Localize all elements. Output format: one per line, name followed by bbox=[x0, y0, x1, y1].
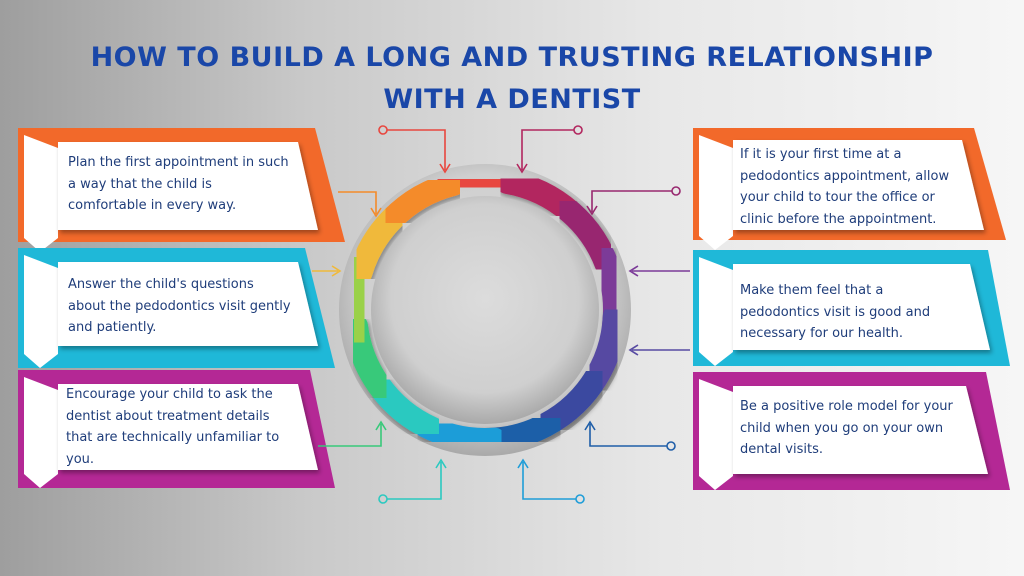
ring-center bbox=[371, 196, 599, 424]
connector-top-3-dot bbox=[671, 186, 681, 196]
connector-left-2-arrowhead bbox=[331, 265, 342, 277]
connector-bottom-1-line bbox=[387, 462, 442, 500]
tip-right-2-text: Make them feel that a pedodontics visit … bbox=[740, 283, 931, 341]
connector-right-1-arrowhead bbox=[628, 265, 639, 277]
card-left-3-tab bbox=[24, 377, 58, 488]
tip-right-1-text: If it is your first time at a pedodontic… bbox=[740, 147, 950, 227]
connector-top-1-dot bbox=[378, 125, 388, 135]
connector-left-3-line bbox=[318, 424, 382, 447]
card-right-1-panel bbox=[733, 140, 984, 230]
connector-top-2-arrowhead bbox=[516, 163, 528, 174]
connector-top-2 bbox=[516, 125, 583, 174]
connector-left-2 bbox=[312, 265, 342, 277]
card-left-1-tab bbox=[24, 135, 58, 252]
card-left-3-panel bbox=[58, 384, 318, 470]
connector-right-3 bbox=[584, 420, 676, 451]
connector-top-1-line bbox=[387, 129, 446, 170]
tip-left-1-text: Plan the first appointment in such a way… bbox=[68, 155, 289, 213]
connector-bottom-2-dot bbox=[575, 494, 585, 504]
connector-top-2-dot bbox=[573, 125, 583, 135]
ring-segments bbox=[342, 168, 627, 453]
card-left-2-panel bbox=[58, 262, 318, 346]
connector-right-1 bbox=[628, 265, 690, 277]
card-right-2-tab bbox=[699, 257, 733, 366]
connector-left-1 bbox=[338, 191, 382, 218]
card-right-1-tab bbox=[699, 135, 733, 250]
connector-right-2-arrowhead bbox=[628, 344, 639, 356]
card-right-2-panel bbox=[733, 264, 990, 350]
connector-bottom-2-line bbox=[522, 462, 576, 500]
connectors bbox=[312, 125, 690, 504]
card-left-2 bbox=[18, 248, 335, 368]
connector-bottom-1 bbox=[378, 458, 447, 504]
card-right-2 bbox=[693, 250, 1010, 366]
connector-top-1-arrowhead bbox=[439, 163, 451, 174]
card-left-2-tab bbox=[24, 255, 58, 368]
tip-left-2-text: Answer the child's questions about the p… bbox=[68, 277, 291, 335]
connector-bottom-2 bbox=[517, 458, 585, 504]
connector-left-1-line bbox=[338, 191, 377, 214]
connector-bottom-1-arrowhead bbox=[435, 458, 447, 469]
connector-bottom-2-arrowhead bbox=[517, 458, 529, 469]
connector-top-3-arrowhead bbox=[586, 205, 598, 216]
connector-top-3 bbox=[586, 186, 681, 216]
connector-left-1-arrowhead bbox=[370, 207, 382, 218]
title-line-2: WITH A DENTIST bbox=[383, 84, 641, 115]
card-right-3-tab bbox=[699, 379, 733, 490]
ring-segment bbox=[380, 171, 466, 232]
card-left-3 bbox=[18, 370, 335, 488]
card-left-1-panel bbox=[58, 142, 318, 230]
connector-bottom-1-dot bbox=[378, 494, 388, 504]
connector-right-3-line bbox=[589, 424, 667, 447]
title-line-1: HOW TO BUILD A LONG AND TRUSTING RELATIO… bbox=[90, 42, 934, 73]
connector-top-2-line bbox=[521, 129, 574, 170]
card-right-3-panel bbox=[733, 386, 988, 474]
card-right-3 bbox=[693, 372, 1010, 490]
connector-top-3-line bbox=[591, 190, 672, 212]
card-left-1 bbox=[18, 128, 345, 252]
connector-left-3 bbox=[318, 420, 387, 447]
connector-right-3-arrowhead bbox=[584, 420, 596, 431]
tip-right-3-text: Be a positive role model for your child … bbox=[740, 399, 953, 457]
tip-left-3-text: Encourage your child to ask the dentist … bbox=[66, 387, 280, 467]
card-right-1 bbox=[693, 128, 1006, 250]
connector-top-1 bbox=[378, 125, 451, 174]
connector-right-3-dot bbox=[666, 441, 676, 451]
connector-left-3-arrowhead bbox=[375, 420, 387, 431]
connector-right-2 bbox=[628, 344, 690, 356]
